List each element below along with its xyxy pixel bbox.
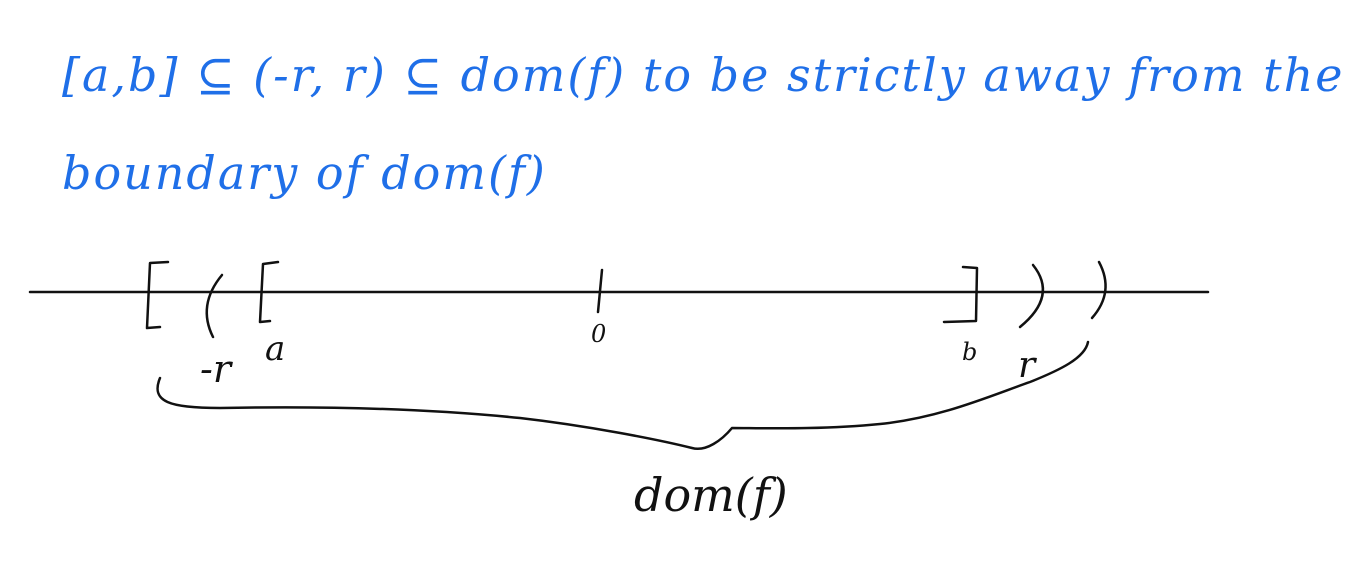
domain-brace-label: dom(f)	[634, 468, 788, 522]
a-label: a	[265, 329, 286, 369]
b-right-bracket	[942, 265, 979, 324]
a-left-bracket	[258, 260, 280, 324]
zero-label: 0	[591, 320, 607, 348]
note-line-boundary-of-domain: boundary of dom(f)	[62, 146, 547, 200]
r-right-paren	[1018, 263, 1045, 329]
r-label: r	[1018, 345, 1036, 386]
domain-right-paren	[1090, 260, 1107, 320]
b-label: b	[962, 338, 978, 366]
neg-r-label: -r	[200, 347, 232, 391]
zero-tick	[596, 268, 604, 314]
domain-left-bracket	[145, 260, 170, 330]
neg-r-left-paren	[205, 273, 224, 339]
note-line-interval-inclusion: [a,b] ⊆ (-r, r) ⊆ dom(f) to be strictly …	[62, 48, 1345, 102]
domain-curly-brace	[156, 340, 1090, 451]
